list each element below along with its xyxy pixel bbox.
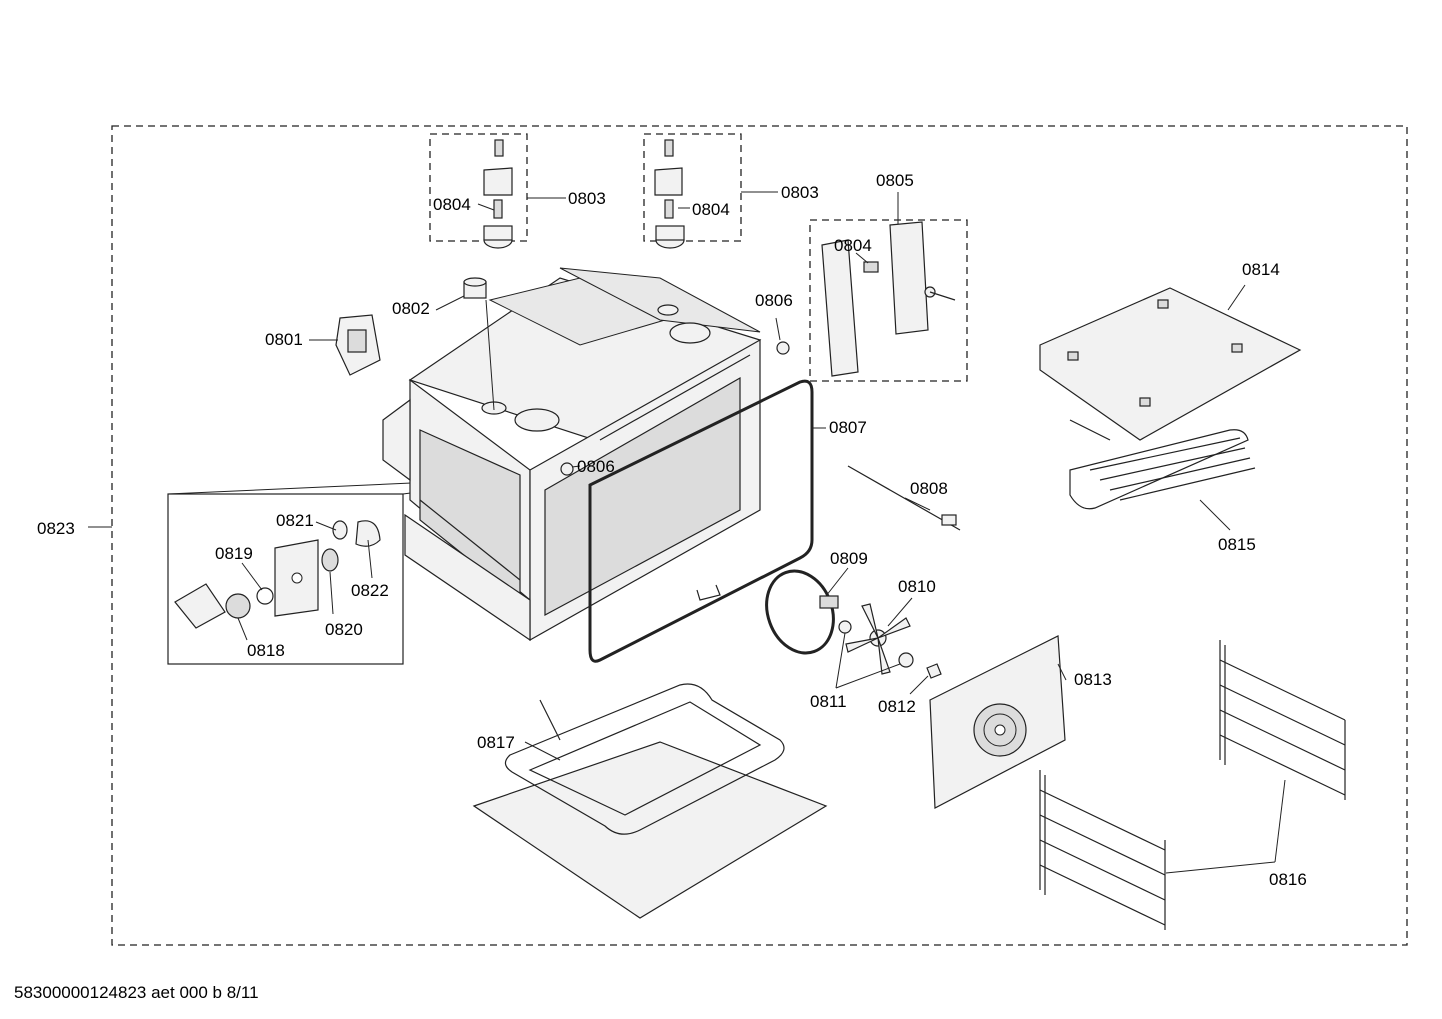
top-heating-element — [1069, 419, 1256, 510]
screw-cap-front — [560, 462, 574, 476]
callout-0803-left: 0803 — [568, 189, 606, 208]
callout-0821: 0821 — [276, 511, 314, 530]
lamp-group-left-boundary — [429, 133, 528, 242]
callout-0823: 0823 — [37, 519, 75, 538]
oven-cavity — [382, 267, 762, 642]
callout-0810: 0810 — [898, 577, 936, 596]
callout-0822: 0822 — [351, 581, 389, 600]
side-lamp — [821, 221, 956, 377]
washer-right — [898, 652, 914, 668]
washer-left — [838, 620, 852, 634]
assembly-boundary — [111, 125, 1408, 946]
door-gasket — [588, 379, 814, 663]
lamp-assembly-left — [483, 139, 513, 249]
screw-cap-top — [776, 341, 790, 355]
callout-0813: 0813 — [1074, 670, 1112, 689]
callout-0811: 0811 — [810, 692, 847, 711]
fan-heating-ring — [765, 569, 839, 655]
callout-0818: 0818 — [247, 641, 285, 660]
callout-0804-right: 0804 — [692, 200, 730, 219]
callout-0807: 0807 — [829, 418, 867, 437]
callout-0817: 0817 — [477, 733, 515, 752]
fan-wheel — [845, 603, 911, 675]
callout-0816: 0816 — [1269, 870, 1307, 889]
lamp-group-right-boundary — [643, 133, 742, 242]
top-heater-cover — [1039, 287, 1302, 441]
shelf-rail-right — [1219, 640, 1346, 800]
bottom-heater-and-plate — [472, 683, 828, 919]
callout-0805: 0805 — [876, 171, 914, 190]
callout-0815: 0815 — [1218, 535, 1256, 554]
rear-fan-panel — [929, 635, 1066, 809]
callout-0814: 0814 — [1242, 260, 1280, 279]
callout-0806-front: 0806 — [577, 457, 615, 476]
lamp-assembly-right — [654, 139, 685, 249]
document-footer-id: 58300000124823 aet 000 b 8/11 — [14, 983, 259, 1002]
inset-parts — [174, 520, 381, 629]
leader-lines — [88, 191, 1286, 874]
door-lock-switch — [335, 314, 381, 376]
callout-0809: 0809 — [830, 549, 868, 568]
temperature-sensor — [847, 465, 961, 531]
callout-0804-side: 0804 — [834, 236, 872, 255]
fan-nut — [926, 663, 942, 679]
callout-0802: 0802 — [392, 299, 430, 318]
callout-0812: 0812 — [878, 697, 916, 716]
callout-0801: 0801 — [265, 330, 303, 349]
callout-0808: 0808 — [910, 479, 948, 498]
callout-0820: 0820 — [325, 620, 363, 639]
callout-0806-top: 0806 — [755, 291, 793, 310]
shelf-rail-left — [1039, 770, 1166, 930]
callout-0819: 0819 — [215, 544, 253, 563]
side-lamp-group-boundary — [809, 219, 968, 382]
lamp-socket — [463, 277, 495, 411]
callout-0804-left: 0804 — [433, 195, 471, 214]
callout-0803-right: 0803 — [781, 183, 819, 202]
